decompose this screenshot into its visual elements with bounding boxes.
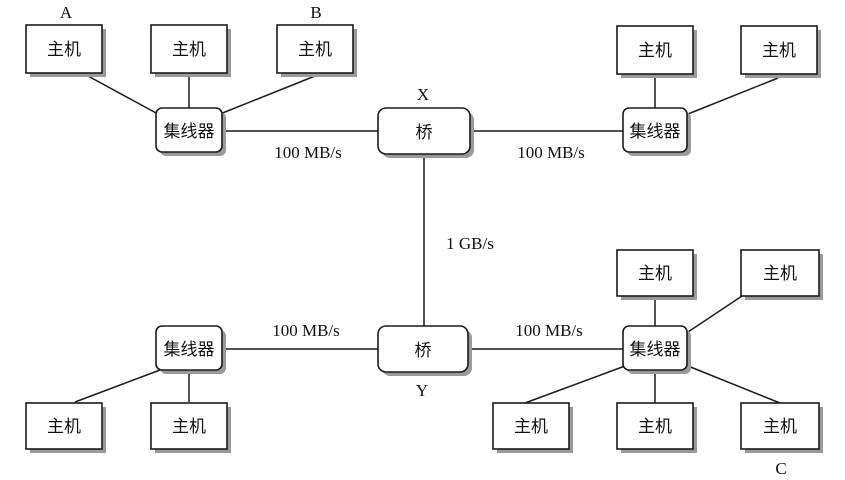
- host-label: 主机: [638, 41, 672, 61]
- host-label: 主机: [762, 41, 796, 61]
- host-label: 主机: [47, 40, 81, 60]
- bridge-y: 桥: [377, 325, 472, 376]
- host-label: 主机: [763, 417, 797, 437]
- line-hub-bl-to-host-bl1: [74, 369, 161, 403]
- line-hub-br-to-host-br1: [524, 365, 626, 404]
- host-label: 主机: [763, 264, 797, 284]
- hub-label: 集线器: [630, 122, 681, 142]
- host-bottom-left-1: 主机: [25, 402, 106, 453]
- line-host-b-to-hub-tl: [219, 75, 316, 115]
- hub-bottom-right: 集线器: [622, 325, 691, 374]
- host-label: 主机: [638, 417, 672, 437]
- host-label: 主机: [172, 417, 206, 437]
- host-c-label: C: [775, 459, 786, 478]
- host-a: 主机: [25, 24, 106, 77]
- hub-label: 集线器: [164, 122, 215, 142]
- link-speed-hub-bl-bridge-y: 100 MB/s: [272, 321, 340, 340]
- host-b-label: B: [310, 3, 321, 22]
- host-c: 主机: [740, 402, 823, 453]
- host-a-label: A: [60, 3, 73, 22]
- bridge-label: 桥: [415, 341, 432, 361]
- host-label: 主机: [172, 40, 206, 60]
- connections: [74, 75, 781, 404]
- line-host-a-to-hub-tl: [87, 75, 159, 115]
- hub-bottom-left: 集线器: [155, 325, 226, 374]
- bridge-x-label: X: [417, 85, 429, 104]
- hub-top-right: 集线器: [622, 107, 691, 156]
- line-hub-br-to-host-c: [687, 365, 781, 404]
- bridge-y-label: Y: [416, 381, 428, 400]
- bridge-label: 桥: [416, 123, 433, 143]
- host-bottom-right-top-2: 主机: [740, 249, 823, 300]
- host-top-right-2: 主机: [740, 25, 821, 78]
- link-speed-bridge-y-hub-br: 100 MB/s: [515, 321, 583, 340]
- host-label: 主机: [638, 264, 672, 284]
- bridge-x: 桥: [377, 107, 474, 158]
- link-speed-bridge-x-hub-tr: 100 MB/s: [517, 143, 585, 162]
- host-top-right-1: 主机: [616, 25, 697, 78]
- host-label: 主机: [47, 417, 81, 437]
- host-top-left-2: 主机: [150, 24, 231, 77]
- line-host-br-top2-to-hub-br: [687, 295, 743, 333]
- line-host-tr2-to-hub-tr: [687, 77, 779, 115]
- host-label: 主机: [298, 40, 332, 60]
- link-speed-hub-tl-bridge-x: 100 MB/s: [274, 143, 342, 162]
- host-bottom-left-2: 主机: [150, 402, 231, 453]
- hub-label: 集线器: [630, 340, 681, 360]
- hub-top-left: 集线器: [155, 107, 226, 156]
- host-bottom-right-2: 主机: [616, 402, 697, 453]
- host-b: 主机: [276, 24, 357, 77]
- host-bottom-right-top-1: 主机: [616, 249, 697, 300]
- link-speed-bridge-x-bridge-y: 1 GB/s: [446, 234, 494, 253]
- hub-label: 集线器: [164, 340, 215, 360]
- host-label: 主机: [514, 417, 548, 437]
- host-bottom-right-1: 主机: [492, 402, 573, 453]
